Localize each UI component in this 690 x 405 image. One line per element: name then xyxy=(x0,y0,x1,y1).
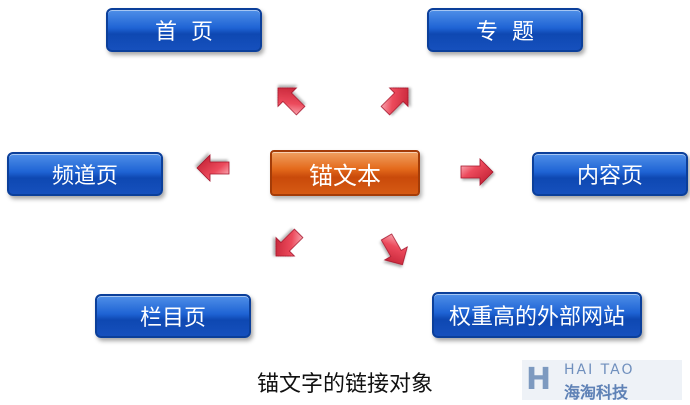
content-node-label: 内容页 xyxy=(576,164,643,189)
topic-node-label: 专 题 xyxy=(476,20,534,45)
anchor-text-node: 锚文本 xyxy=(270,150,420,196)
logo-h-icon: H xyxy=(526,362,552,397)
arrow-to-topic xyxy=(375,78,418,121)
arrow-to-external xyxy=(374,230,415,272)
home-node: 首 页 xyxy=(106,8,262,52)
external-node-label: 权重高的外部网站 xyxy=(448,305,625,330)
logo-top-text: HAI TAO xyxy=(564,362,635,378)
column-node-label: 栏目页 xyxy=(139,306,206,331)
anchor-text-label: 锚文本 xyxy=(309,161,381,190)
logo-bottom-text: 海淘科技 xyxy=(564,383,629,402)
home-node-label: 首 页 xyxy=(155,20,213,45)
arrow-to-home xyxy=(268,78,311,121)
topic-node: 专 题 xyxy=(427,8,583,52)
column-node: 栏目页 xyxy=(95,294,251,338)
arrow-to-column xyxy=(266,223,309,266)
channel-node: 频道页 xyxy=(7,152,163,196)
logo: H HAI TAO 海淘科技 xyxy=(522,360,682,402)
content-node: 内容页 xyxy=(532,152,688,196)
channel-node-label: 频道页 xyxy=(51,164,118,189)
arrow-to-channel xyxy=(196,154,230,182)
external-node: 权重高的外部网站 xyxy=(432,292,642,338)
arrow-to-content xyxy=(460,158,494,186)
diagram-caption: 锚文字的链接对象 xyxy=(256,372,433,397)
